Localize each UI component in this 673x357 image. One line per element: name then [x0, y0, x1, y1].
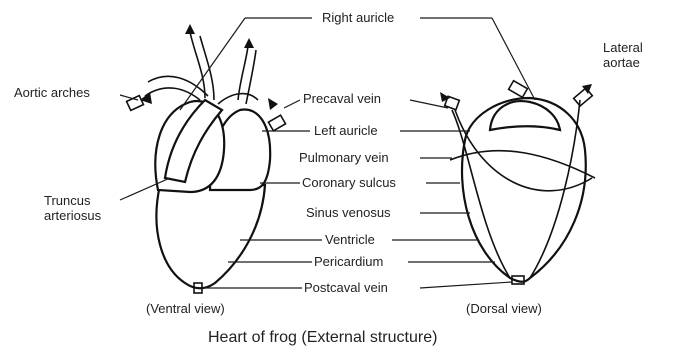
dorsal-heart [440, 81, 595, 284]
label-sinus-venosus: Sinus venosus [306, 205, 391, 220]
ventral-heart [127, 24, 286, 293]
label-pulmonary-vein: Pulmonary vein [299, 150, 389, 165]
ventral-arch-up-right [238, 46, 248, 100]
ventral-arch-up [190, 32, 205, 98]
ventral-ventricle-shape [156, 185, 265, 288]
label-aortic-arches: Aortic arches [14, 85, 90, 100]
leader-precaval-left [284, 100, 300, 108]
leader-right-auricle-dorsal [492, 18, 535, 100]
label-precaval-vein: Precaval vein [303, 91, 381, 106]
diagram-title: Heart of frog (External structure) [208, 329, 437, 346]
ventral-arrow-up-left [185, 24, 195, 34]
label-lateral-aortae-line1: Lateral [603, 40, 643, 55]
label-lateral-aortae-line2: aortae [603, 55, 640, 70]
label-left-auricle: Left auricle [314, 123, 378, 138]
ventral-arrow-right [268, 98, 278, 110]
label-ventricle: Ventricle [325, 232, 375, 247]
ventral-arrow-up-right [244, 38, 254, 48]
label-truncus-line2: arteriosus [44, 208, 102, 223]
label-pericardium: Pericardium [314, 254, 383, 269]
leader-postcaval-right [420, 282, 512, 288]
ventral-arch-left-b [148, 76, 208, 96]
caption-ventral-view: (Ventral view) [146, 301, 225, 316]
label-coronary-sulcus: Coronary sulcus [302, 175, 396, 190]
label-postcaval-vein: Postcaval vein [304, 280, 388, 295]
label-right-auricle: Right auricle [322, 10, 394, 25]
dorsal-aorta-stub-right [574, 88, 593, 106]
label-truncus-line1: Truncus [44, 193, 91, 208]
dorsal-aorta-stub-left [509, 81, 528, 98]
caption-dorsal-view: (Dorsal view) [466, 301, 542, 316]
ventral-precaval-stub [268, 115, 285, 131]
